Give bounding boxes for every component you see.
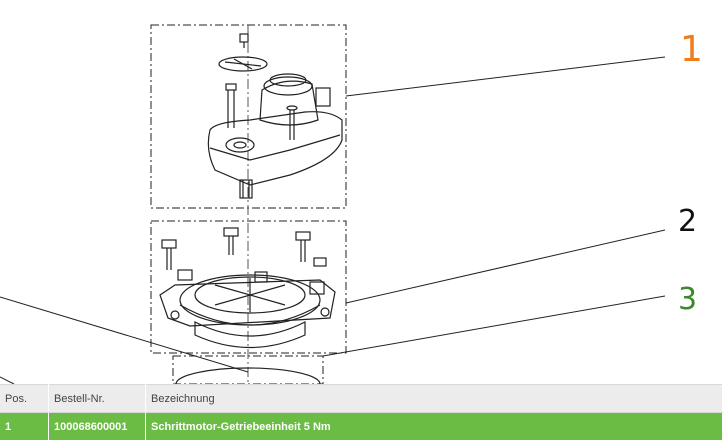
header-order-number[interactable]: Bestell-Nr. xyxy=(48,384,146,413)
header-description[interactable]: Bezeichnung xyxy=(145,384,723,413)
parts-table: Pos. Bestell-Nr. Bezeichnung 1 100068600… xyxy=(0,384,723,440)
stepper-gear-unit-part xyxy=(207,33,343,199)
header-pos[interactable]: Pos. xyxy=(0,384,49,413)
cell-order-number[interactable]: 100068600001 xyxy=(48,412,146,440)
callout-1[interactable]: 1 xyxy=(680,29,703,70)
seal-ring-part xyxy=(175,367,321,384)
leader-line-left xyxy=(0,296,249,373)
leader-line-3 xyxy=(322,295,666,357)
cell-description[interactable]: Schrittmotor-Getriebeeinheit 5 Nm xyxy=(145,412,723,440)
callout-3[interactable]: 3 xyxy=(678,282,698,317)
table-header-row: Pos. Bestell-Nr. Bezeichnung xyxy=(0,384,723,413)
callout-2[interactable]: 2 xyxy=(678,204,698,239)
cell-pos[interactable]: 1 xyxy=(0,412,49,440)
mounting-flange-part xyxy=(159,227,336,348)
leader-line-2 xyxy=(345,229,666,304)
assembly-frame-2 xyxy=(150,220,347,354)
table-row[interactable]: 1 100068600001 Schrittmotor-Getriebeeinh… xyxy=(0,412,723,440)
leader-line-1 xyxy=(345,56,666,97)
exploded-parts-drawing xyxy=(0,24,666,384)
